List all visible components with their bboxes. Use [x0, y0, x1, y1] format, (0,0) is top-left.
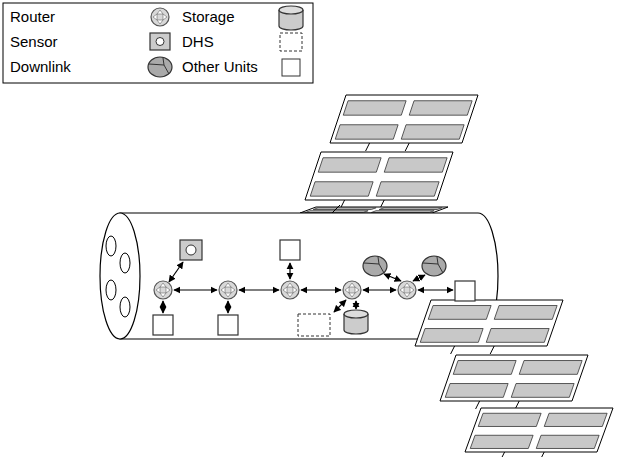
solar-panels	[300, 95, 478, 221]
bus-links	[163, 262, 453, 313]
legend-text: Storage	[182, 8, 235, 26]
dhs-sample	[280, 33, 302, 51]
legend-text: DHS	[182, 33, 214, 51]
solar-panels-front	[415, 300, 613, 457]
downlink-sample	[148, 57, 172, 77]
units	[153, 240, 475, 336]
legend-text: Other Units	[182, 58, 258, 76]
legend-text: Sensor	[10, 33, 58, 51]
legend-item: Sensor	[10, 33, 58, 51]
legend-text: Router	[10, 8, 55, 26]
legend-item: Other Units	[182, 58, 258, 76]
legend-item: Router	[10, 8, 55, 26]
storage-sample	[279, 6, 303, 30]
legend-item: DHS	[182, 33, 214, 51]
legend-item: Storage	[182, 8, 235, 26]
legend-text: Downlink	[10, 58, 71, 76]
legend-frame	[3, 3, 313, 83]
legend-item: Downlink	[10, 58, 71, 76]
router-sample	[151, 8, 169, 26]
other-unit-sample	[282, 59, 300, 76]
sensor-sample	[150, 33, 170, 50]
